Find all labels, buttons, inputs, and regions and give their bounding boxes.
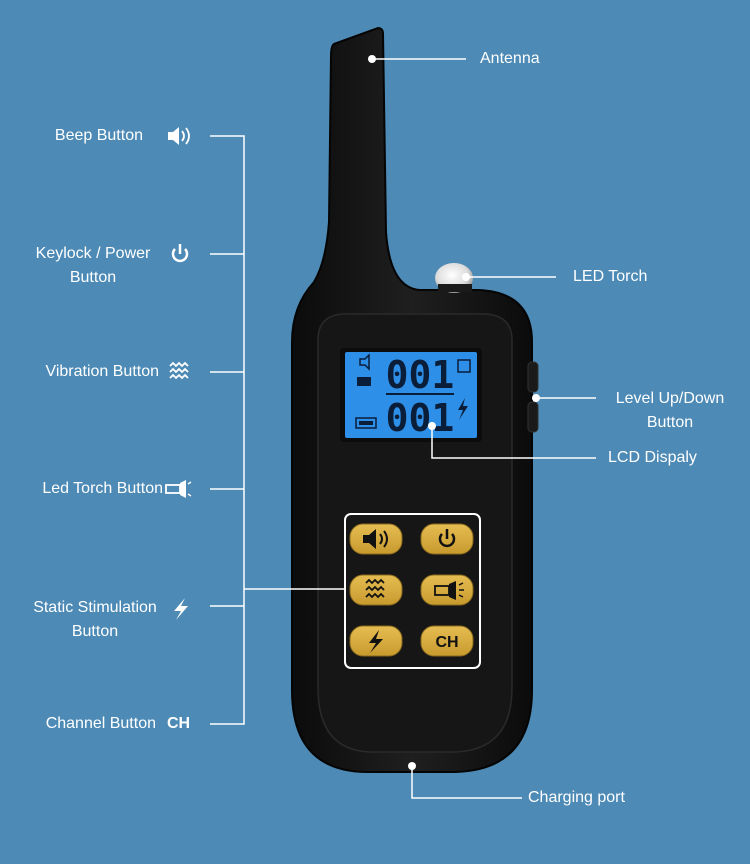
lcd-battery-icon <box>355 417 377 429</box>
lcd-signal-icon <box>457 359 471 373</box>
lcd-bottom-digits: 001 <box>386 396 455 440</box>
callout-dots <box>368 55 540 770</box>
channel-ch-icon: CH <box>167 715 191 732</box>
vibration-wave-icon <box>169 361 189 380</box>
callout-lines <box>210 58 596 799</box>
vibration-icon <box>365 578 385 599</box>
keypad-outline <box>344 513 481 669</box>
static-label-line2: Button <box>71 623 119 640</box>
power-icon <box>438 533 456 548</box>
lcd-speaker-icon <box>359 353 370 371</box>
keypad-torch-button[interactable] <box>420 574 474 606</box>
keylock-label-line1: Keylock / Power <box>35 245 151 262</box>
beep-button-label: Beep Button <box>54 127 143 144</box>
keypad-beep-button[interactable] <box>349 523 403 555</box>
keypad-static-button[interactable] <box>349 625 403 657</box>
torch-flashlight-icon <box>165 480 192 498</box>
vibration-button-label: Vibration Button <box>45 363 159 380</box>
antenna-label: Antenna <box>480 50 540 67</box>
keypad-channel-button[interactable]: CH <box>420 625 474 657</box>
level-up-button[interactable] <box>527 361 539 393</box>
charging-port-label: Charging port <box>528 789 625 806</box>
led-torch-label: LED Torch <box>573 268 648 285</box>
lcd-display-label: LCD Dispaly <box>608 449 697 466</box>
lcd-lock-icon <box>357 377 371 386</box>
channel-button-label: Channel Button <box>45 715 156 732</box>
lcd-bolt-icon <box>458 398 468 420</box>
level-down-button[interactable] <box>527 401 539 433</box>
beep-speaker-icon <box>168 127 190 145</box>
static-label-line1: Static Stimulation <box>33 599 157 616</box>
keylock-power-icon <box>171 244 189 263</box>
led-torch-button-label: Led Torch Button <box>42 480 163 497</box>
static-lightning-icon <box>174 598 188 620</box>
keypad-ch-label: CH <box>435 634 458 651</box>
lcd-top-digits: 001 <box>386 353 455 397</box>
level-label-line2: Button <box>646 414 694 431</box>
keypad-power-button[interactable] <box>420 523 474 555</box>
speaker-icon <box>363 529 376 549</box>
lightning-icon <box>369 630 383 653</box>
level-label-line1: Level Up/Down <box>615 390 725 407</box>
keylock-label-line2: Button <box>69 269 117 286</box>
keypad-vibration-button[interactable] <box>349 574 403 606</box>
